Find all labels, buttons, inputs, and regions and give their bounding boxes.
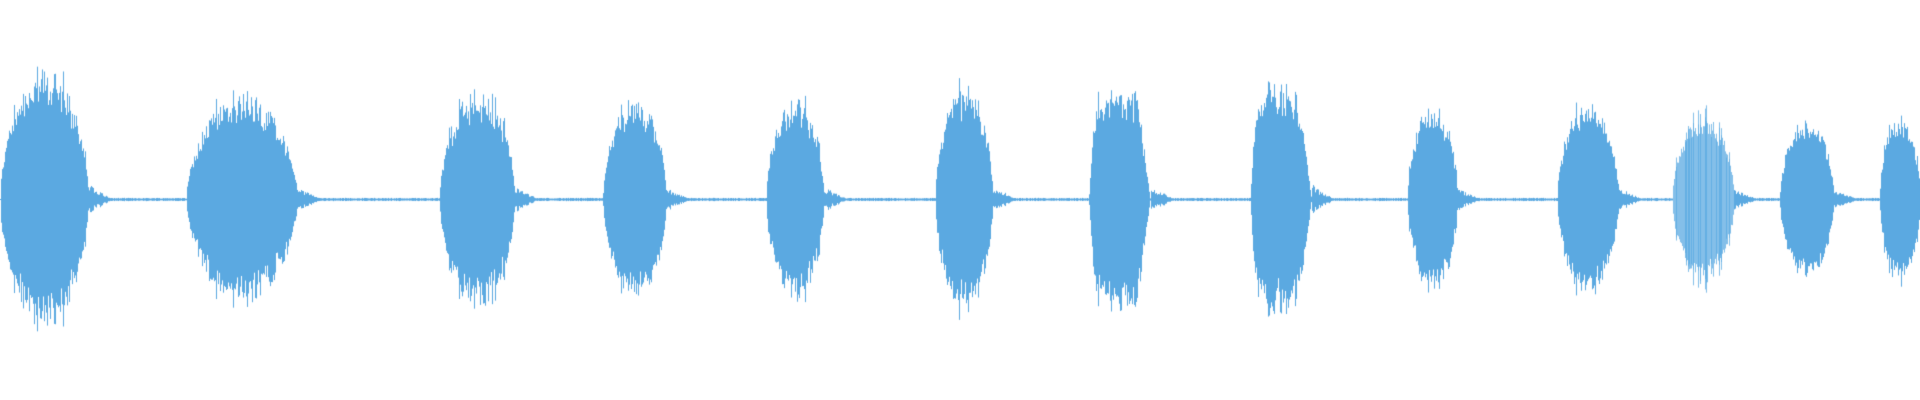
- waveform-canvas: [0, 0, 1920, 400]
- audio-waveform: [0, 0, 1920, 400]
